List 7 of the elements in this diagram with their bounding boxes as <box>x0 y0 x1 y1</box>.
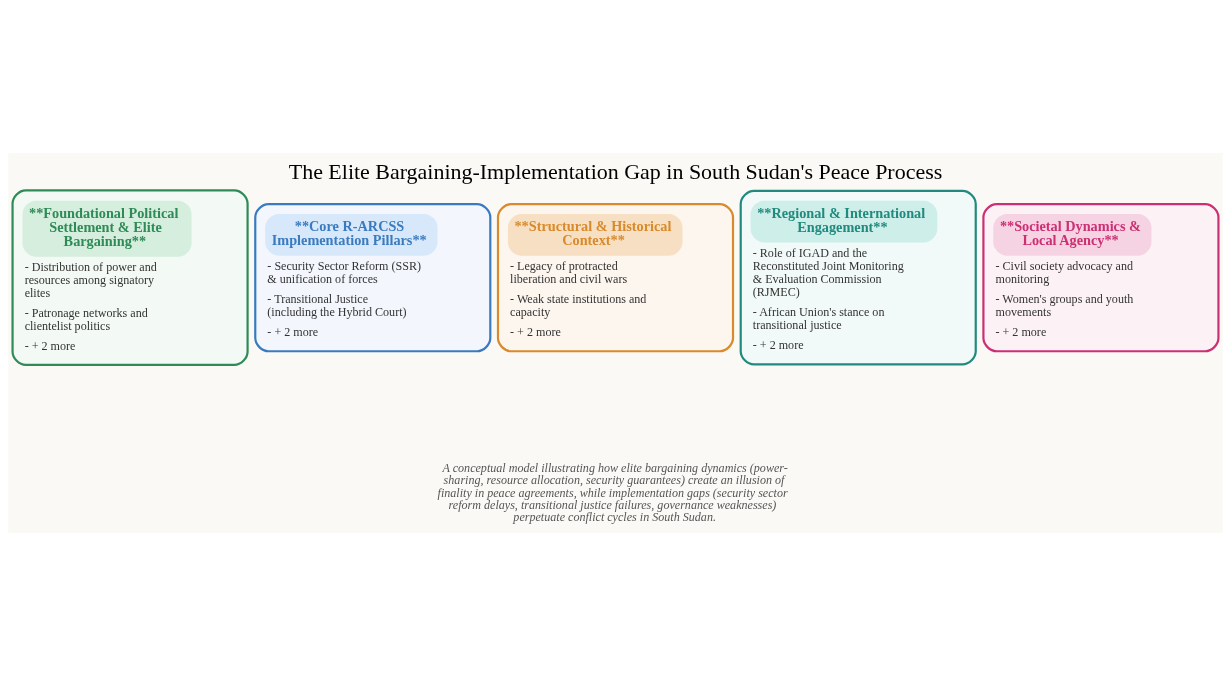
node-box: **Structural & Historical Context** - Legacy of protracted liberation and civil wars - Weak state institutions and capacity - + 2 more <box>496 202 735 352</box>
node-box: **Societal Dynamics & Local Agency** - Civil society advocacy and monitoring - Women's groups and youth movements - + 2 more <box>982 202 1220 352</box>
node-box: **Foundational Political Settlement & Elite Bargaining** - Distribution of power and resources among signatory elites - Patronage networks and clientelist politics - + 2 more <box>11 188 249 366</box>
node-box: **Regional & International Engagement** - Role of IGAD and the Reconstituted Joint Monitoring & Evaluation Commission (RJMEC) - African Union's stance on transitional justice - + 2 more <box>739 189 977 366</box>
node-box: **Core R-ARCSS Implementation Pillars** - Security Sector Reform (SSR) & unification of forces - Transitional Justice (including the Hybrid Court) - + 2 more <box>254 202 492 352</box>
caption: A conceptual model illustrating how elite bargaining dynamics (power-sharing, resource allocation, security guarantees) create an illusion of finality in peace agreements, while implementation gaps (security sector reform delays, transitional justice failures, governance weaknesses) perpetuate conflict cycles in South Sudan. <box>437 460 788 524</box>
diagram-title: The Elite Bargaining-Implementation Gap in South Sudan's Peace Process <box>288 158 943 184</box>
